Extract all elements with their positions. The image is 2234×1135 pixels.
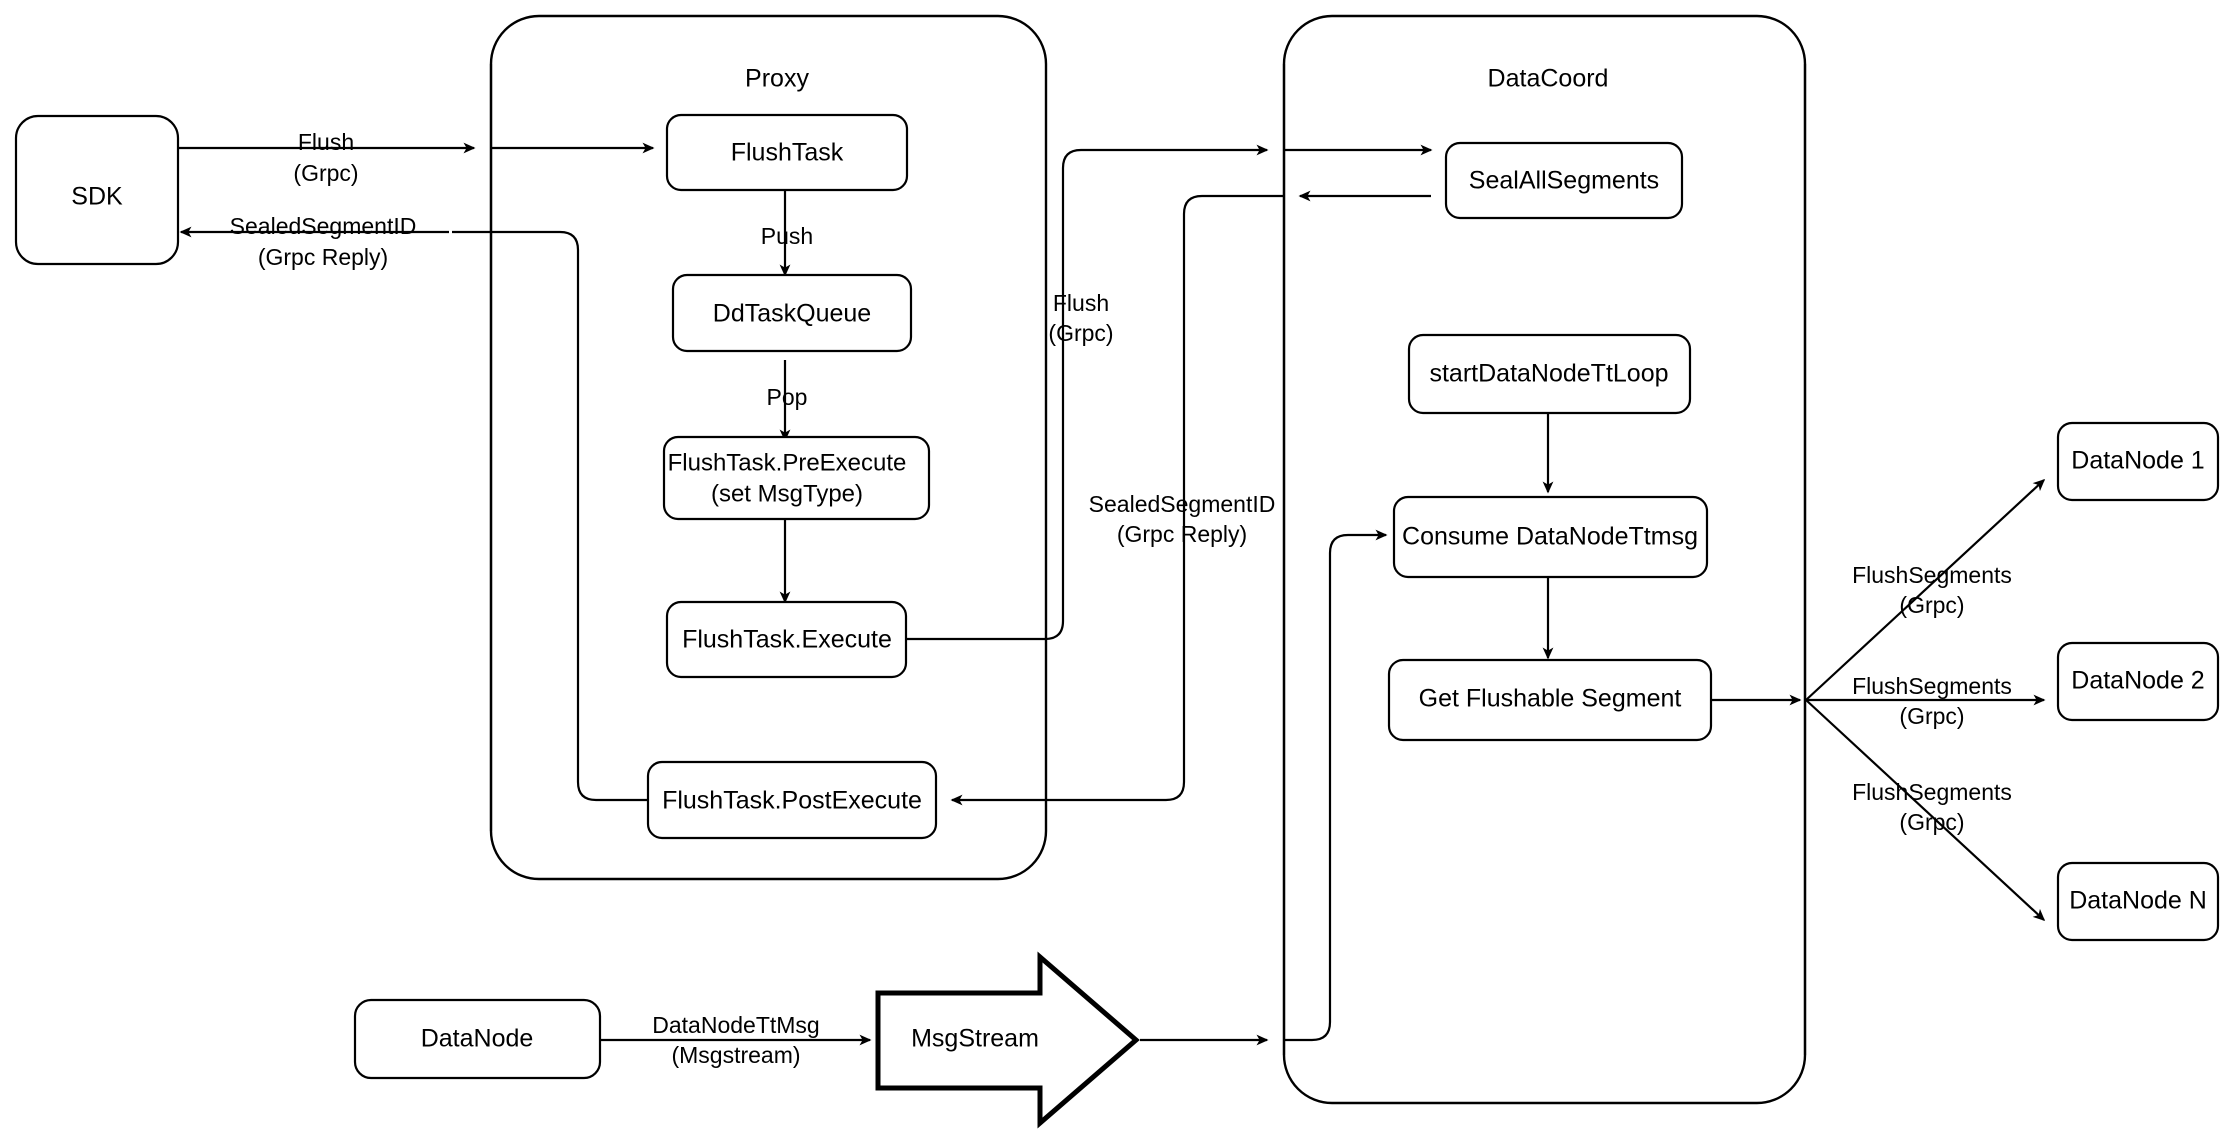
node-get-flushable-segment[interactable]: Get Flushable Segment bbox=[1387, 658, 1713, 742]
edge-postexecute-to-sdk-path bbox=[452, 230, 648, 802]
push-label: Push bbox=[761, 223, 813, 249]
flush-segments-n-line2: (Grpc) bbox=[1899, 809, 1964, 835]
flush-task-label: FlushTask bbox=[731, 139, 844, 167]
edge-datacoord-to-postexecute bbox=[950, 194, 1284, 806]
datanode-1-label: DataNode 1 bbox=[2071, 447, 2204, 475]
sdk-flush-label-line1: Flush bbox=[298, 129, 354, 155]
datanode-bottom-box[interactable] bbox=[353, 998, 602, 1080]
preexecute-box[interactable] bbox=[662, 435, 931, 521]
datanode-2-label: DataNode 2 bbox=[2071, 667, 2204, 695]
msgstream-label: MsgStream bbox=[911, 1025, 1039, 1053]
datacoord-container-title: DataCoord bbox=[1488, 65, 1609, 93]
edge-label-proxy-to-sdk: SealedSegmentID (Grpc Reply) bbox=[230, 213, 417, 270]
edge-hub-to-datanode-n bbox=[1805, 699, 2046, 922]
preexecute-label-line1: FlushTask.PreExecute bbox=[668, 449, 907, 476]
seal-all-segments-box[interactable] bbox=[1444, 141, 1684, 220]
msgstream-arrow-shape[interactable] bbox=[875, 951, 1140, 1129]
flush-segments-2-line1: FlushSegments bbox=[1852, 673, 2012, 699]
node-flush-task[interactable]: FlushTask bbox=[665, 113, 909, 192]
pop-label: Pop bbox=[767, 384, 808, 410]
coord-proxy-reply-line2: (Grpc Reply) bbox=[1117, 521, 1247, 547]
node-datanode-2[interactable]: DataNode 2 bbox=[2056, 641, 2220, 722]
node-seal-all-segments[interactable]: SealAllSegments bbox=[1444, 141, 1684, 220]
get-flushable-box[interactable] bbox=[1387, 658, 1713, 742]
flush-segments-2-line2: (Grpc) bbox=[1899, 703, 1964, 729]
sdk-reply-label-line2: (Grpc Reply) bbox=[258, 244, 388, 270]
edge-hub-to-datanode-1 bbox=[1805, 478, 2046, 701]
get-flushable-label: Get Flushable Segment bbox=[1419, 685, 1682, 713]
edge-label-flush-segments-1: FlushSegments (Grpc) bbox=[1852, 562, 2012, 618]
datanode-ttmsg-line1: DataNodeTtMsg bbox=[652, 1012, 819, 1038]
node-msgstream[interactable]: MsgStream bbox=[875, 951, 1140, 1129]
coord-proxy-reply-line1: SealedSegmentID bbox=[1089, 491, 1276, 517]
seal-all-segments-label: SealAllSegments bbox=[1469, 167, 1659, 195]
edge-label-flush-segments-2: FlushSegments (Grpc) bbox=[1852, 673, 2012, 729]
consume-ttmsg-label: Consume DataNodeTtmsg bbox=[1402, 523, 1698, 551]
edge-label-datacoord-to-proxy: SealedSegmentID (Grpc Reply) bbox=[1089, 491, 1276, 547]
edge-label-proxy-to-datacoord: Flush (Grpc) bbox=[1048, 290, 1113, 346]
node-flush-task-postexecute[interactable]: FlushTask.PostExecute bbox=[646, 760, 938, 840]
datanode-ttmsg-line2: (Msgstream) bbox=[671, 1042, 800, 1068]
node-datanode-1[interactable]: DataNode 1 bbox=[2056, 421, 2220, 502]
edge-execute-to-datacoord bbox=[906, 144, 1269, 641]
node-dd-task-queue[interactable]: DdTaskQueue bbox=[671, 273, 913, 353]
node-flush-task-preexecute[interactable]: FlushTask.PreExecute (set MsgType) bbox=[662, 435, 931, 521]
datanode-n-label: DataNode N bbox=[2069, 887, 2207, 915]
execute-box[interactable] bbox=[665, 600, 908, 679]
start-tt-loop-box[interactable] bbox=[1407, 333, 1692, 415]
edge-label-datanode-tt-msg: DataNodeTtMsg (Msgstream) bbox=[652, 1012, 819, 1068]
edge-label-flush-segments-n: FlushSegments (Grpc) bbox=[1852, 779, 2012, 835]
flush-task-box[interactable] bbox=[665, 113, 909, 192]
postexecute-label: FlushTask.PostExecute bbox=[662, 787, 922, 815]
proxy-coord-flush-line1: Flush bbox=[1053, 290, 1109, 316]
datanode-n-box[interactable] bbox=[2056, 861, 2220, 942]
dd-task-queue-box[interactable] bbox=[671, 273, 913, 353]
edge-label-sdk-to-proxy: Flush (Grpc) bbox=[293, 129, 358, 186]
node-sdk[interactable]: SDK bbox=[14, 114, 180, 266]
node-flush-task-execute[interactable]: FlushTask.Execute bbox=[665, 600, 908, 679]
postexecute-box[interactable] bbox=[646, 760, 938, 840]
proxy-coord-flush-line2: (Grpc) bbox=[1048, 320, 1113, 346]
datanode-bottom-label: DataNode bbox=[421, 1025, 534, 1053]
dd-task-queue-label: DdTaskQueue bbox=[713, 300, 871, 328]
sdk-box[interactable] bbox=[14, 114, 180, 266]
execute-label: FlushTask.Execute bbox=[682, 626, 892, 654]
flush-segments-n-line1: FlushSegments bbox=[1852, 779, 2012, 805]
sdk-label: SDK bbox=[71, 183, 123, 211]
sdk-flush-label-line2: (Grpc) bbox=[293, 160, 358, 186]
sdk-reply-label-line1: SealedSegmentID bbox=[230, 213, 417, 239]
preexecute-label-line2: (set MsgType) bbox=[711, 480, 863, 507]
node-consume-datanode-ttmsg[interactable]: Consume DataNodeTtmsg bbox=[1392, 495, 1709, 579]
node-datanode-bottom[interactable]: DataNode bbox=[353, 998, 602, 1080]
node-start-datanode-tt-loop[interactable]: startDataNodeTtLoop bbox=[1407, 333, 1692, 415]
start-tt-loop-label: startDataNodeTtLoop bbox=[1429, 360, 1668, 388]
datanode-2-box[interactable] bbox=[2056, 641, 2220, 722]
datanode-1-box[interactable] bbox=[2056, 421, 2220, 502]
node-datanode-n[interactable]: DataNode N bbox=[2056, 861, 2220, 942]
proxy-container-title: Proxy bbox=[745, 65, 809, 93]
flush-segments-1-line1: FlushSegments bbox=[1852, 562, 2012, 588]
flush-segments-1-line2: (Grpc) bbox=[1899, 592, 1964, 618]
consume-ttmsg-box[interactable] bbox=[1392, 495, 1709, 579]
edge-datacoord-border-to-consume bbox=[1283, 529, 1388, 1042]
